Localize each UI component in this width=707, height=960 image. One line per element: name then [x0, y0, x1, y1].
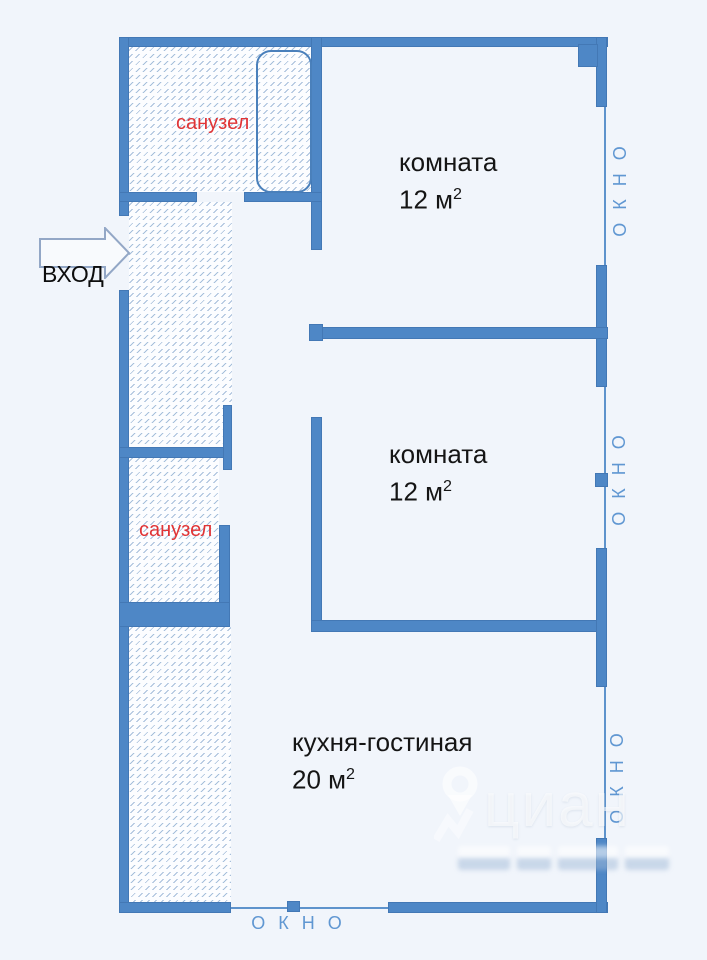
window-label-right-bottom: ОКНО — [607, 720, 627, 824]
room1-label: комната 12 м2 — [399, 146, 497, 216]
wall-bathroom-top-bottom-right — [244, 192, 322, 202]
wall-bathroom-mid-bottom — [119, 602, 230, 627]
wall-right-segment-3 — [596, 548, 607, 687]
window-divider-bottom — [287, 901, 300, 912]
window-label-right-middle: ОКНО — [609, 422, 629, 526]
wall-bathroom-mid-door-stub — [223, 405, 232, 470]
wall-room2-bottom — [311, 620, 597, 632]
entrance-label: ВХОД — [42, 261, 104, 287]
wall-bathroom-top-bottom-left — [119, 192, 197, 202]
hatch-area-corridor-lower — [129, 627, 231, 902]
window-line-right-middle — [604, 387, 606, 548]
bathroom-top-label: санузел — [176, 112, 250, 134]
wall-bottom-right — [388, 902, 608, 913]
hatch-area-bathroom-mid — [129, 458, 219, 602]
room2-area: 12 м2 — [389, 476, 452, 507]
hatch-area-bathroom-top — [129, 47, 311, 192]
wall-bathroom-mid-top — [119, 447, 232, 458]
hatch-area-corridor-upper — [129, 202, 232, 447]
room1-name: комната — [399, 147, 498, 177]
room2-name: комната — [389, 439, 488, 469]
wall-left-upper — [119, 37, 129, 216]
wall-bottom-left — [119, 902, 231, 913]
corner-column — [578, 44, 598, 67]
wall-bathroom-mid-right — [219, 525, 230, 627]
wall-room2-left — [311, 417, 322, 632]
kitchen-area: 20 м2 — [292, 764, 355, 795]
window-line-right-top — [604, 107, 606, 265]
wall-between-rooms-cap — [309, 324, 323, 341]
window-divider-right-middle — [595, 473, 608, 487]
wall-right-segment-2 — [596, 265, 607, 387]
entrance-arrow-icon — [39, 227, 131, 279]
kitchen-label: кухня-гостиная 20 м2 — [292, 726, 472, 796]
window-line-right-bottom — [604, 687, 606, 838]
window-line-bottom — [231, 907, 388, 909]
bathtub-icon — [256, 50, 312, 193]
room2-label: комната 12 м2 — [389, 438, 487, 508]
wall-bathroom-top-divider — [311, 37, 322, 250]
bathroom-mid-label: санузел — [139, 519, 213, 541]
wall-left-lower — [119, 290, 129, 913]
watermark-blur-line — [458, 846, 669, 870]
wall-top — [119, 37, 608, 47]
room1-area: 12 м2 — [399, 184, 462, 215]
wall-right-segment-1 — [596, 37, 607, 107]
kitchen-name: кухня-гостиная — [292, 727, 473, 757]
window-label-right-top: ОКНО — [610, 133, 630, 237]
wall-between-rooms — [311, 327, 608, 339]
window-label-bottom: ОКНО — [251, 913, 355, 933]
wall-right-segment-4 — [596, 838, 607, 913]
